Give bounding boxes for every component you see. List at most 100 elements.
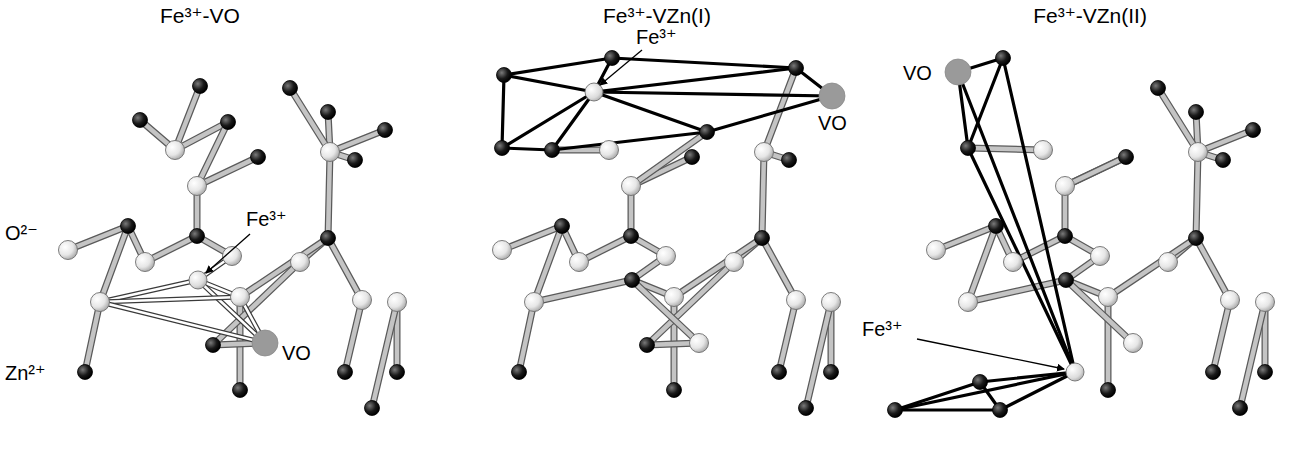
leader-arrow (206, 234, 250, 273)
zn-atom (348, 153, 363, 168)
ion-label: Fe³⁺ (862, 318, 903, 341)
bond-outline (534, 226, 562, 302)
o-atom (1034, 141, 1053, 160)
o-atom (725, 253, 744, 272)
bond (240, 238, 328, 297)
zn-atom (1233, 401, 1248, 416)
bond-outline (1240, 302, 1265, 408)
fe-atom (585, 83, 603, 101)
bond-outline (779, 300, 796, 372)
zn-atom (789, 61, 804, 76)
panel-title: Fe³⁺-VO (160, 4, 240, 28)
o-atom (570, 253, 589, 272)
fe-atom (189, 271, 207, 289)
vacancy (819, 83, 845, 109)
vacancy-label: VO (282, 342, 311, 365)
bond-outline (1108, 238, 1196, 297)
o-atom (657, 247, 676, 266)
bond-outline (1105, 297, 1112, 390)
o-atom (188, 177, 207, 196)
o-atom (1056, 177, 1075, 196)
o-atom (321, 143, 340, 162)
zn-atom (378, 123, 393, 138)
zn-atom (1216, 153, 1231, 168)
bond (674, 238, 762, 297)
polyhedron-edge-outline (100, 297, 240, 302)
bond-outline (345, 300, 362, 372)
bond-outline (519, 302, 534, 372)
polyhedron-edge (100, 302, 265, 343)
zn-atom (1151, 81, 1166, 96)
zn-atom (495, 141, 510, 156)
bond (534, 280, 632, 302)
bond-outline (1065, 157, 1126, 186)
zn-atom (755, 231, 770, 246)
o-atom (959, 293, 978, 312)
o-atom (665, 288, 684, 307)
zn-atom (961, 141, 976, 156)
zn-atom (1246, 123, 1261, 138)
bond-outline (1213, 300, 1230, 372)
polyhedron-edge (895, 382, 980, 410)
o-atom (1189, 143, 1208, 162)
zn-atom (700, 125, 715, 140)
ion-label: Fe³⁺ (246, 208, 287, 231)
zn-atom (1059, 273, 1074, 288)
zn-atom (321, 231, 336, 246)
bond (1196, 152, 1198, 238)
panel-title: Fe³⁺-VZn(II) (1033, 4, 1147, 28)
zn-atom (121, 219, 136, 234)
o-atom (1256, 293, 1275, 312)
zn-atom (1189, 105, 1204, 120)
o-atom (1004, 253, 1023, 272)
bond (1213, 300, 1230, 372)
bond (197, 157, 258, 186)
bond (519, 302, 534, 372)
o-atom (1159, 253, 1178, 272)
polyhedron-edge (100, 297, 240, 302)
bond (779, 300, 796, 372)
o-atom (622, 177, 641, 196)
o-atom (166, 141, 185, 160)
bond-outline (1196, 238, 1230, 300)
leader-arrow (917, 339, 1064, 369)
bond (100, 226, 128, 302)
o-atom (690, 334, 709, 353)
bond (968, 148, 1043, 150)
polyhedron-edge (502, 92, 594, 148)
bond-outline (806, 302, 831, 408)
zn-atom (555, 219, 570, 234)
o-atom (822, 293, 841, 312)
bond-outline (85, 302, 100, 372)
polyhedron-edge (895, 408, 1000, 411)
zn-atom (321, 105, 336, 120)
bond (85, 302, 100, 372)
zn-atom (1206, 365, 1221, 380)
zn-atom (1189, 231, 1204, 246)
zn-atom (973, 375, 988, 390)
polyhedron-edge (594, 68, 796, 92)
zn-atom (221, 115, 236, 130)
polyhedron-edge (504, 58, 612, 75)
vacancy (945, 59, 971, 85)
polyhedron-edge (968, 148, 1075, 372)
zn-atom (251, 150, 266, 165)
bond (372, 302, 397, 408)
o-atom (136, 253, 155, 272)
bond (968, 280, 1066, 302)
bond-outline (762, 152, 764, 238)
ion-label: O²⁻ (5, 222, 38, 245)
bond-outline (372, 302, 397, 408)
polyhedron-edge (504, 75, 594, 92)
zn-atom (497, 68, 512, 83)
polyhedron-edge-outline (100, 302, 265, 343)
zn-atom (824, 365, 839, 380)
zn-atom (996, 51, 1011, 66)
o-atom (388, 293, 407, 312)
zn-atom (667, 383, 682, 398)
o-atom (91, 293, 110, 312)
zn-atom (625, 273, 640, 288)
vacancy-label: VO (903, 62, 932, 85)
zn-atom (1058, 229, 1073, 244)
